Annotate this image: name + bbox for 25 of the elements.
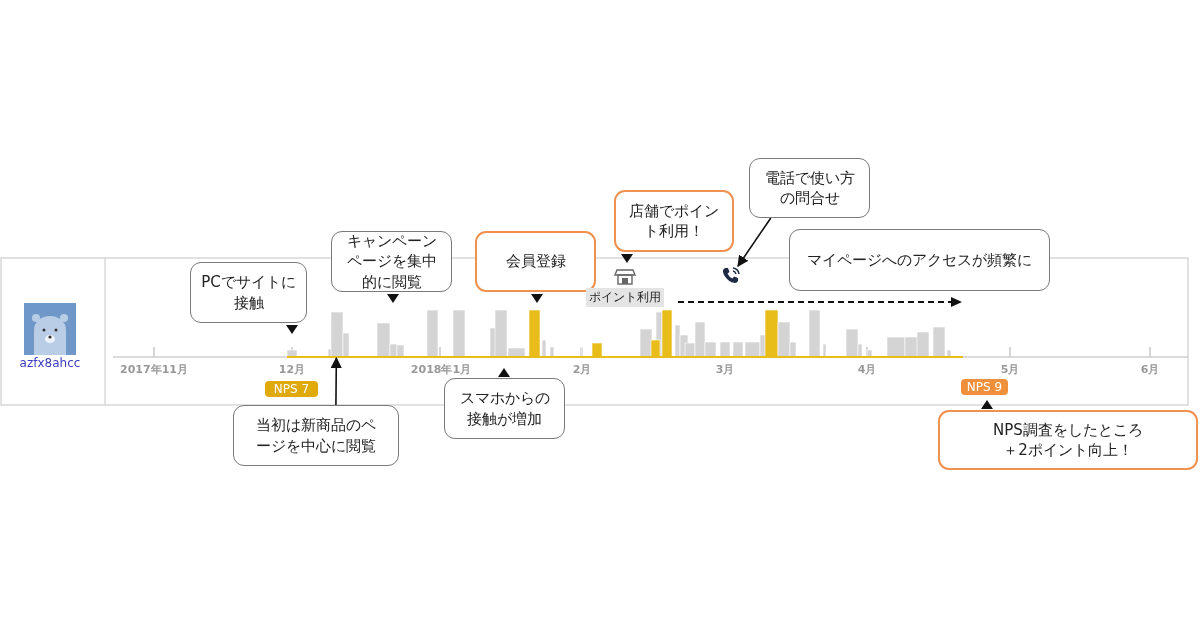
callout-box: キャンペーンページを集中的に閲覧 — [331, 231, 452, 292]
month-label: 2月 — [571, 362, 593, 377]
month-label: 3月 — [714, 362, 736, 377]
callout-box: 当初は新商品のページを中心に閲覧 — [233, 405, 399, 466]
month-label: 5月 — [999, 362, 1021, 377]
month-label: 12月 — [277, 362, 307, 377]
point-use-tag: ポイント利用 — [586, 288, 664, 307]
user-id: azfx8ahcc — [18, 356, 82, 370]
callout-box: 電話で使い方の問合せ — [749, 158, 870, 218]
nps-score-badge: NPS 7 — [265, 381, 318, 397]
month-label: 2017年11月 — [119, 362, 189, 377]
arrow — [330, 356, 342, 406]
callout-box: PCでサイトに接触 — [190, 262, 307, 323]
phone-icon — [721, 266, 741, 286]
active-period-line — [286, 356, 964, 358]
month-label: 4月 — [856, 362, 878, 377]
nps-score-badge: NPS 9 — [961, 379, 1008, 395]
callout-box: 会員登録 — [475, 231, 596, 292]
callout-box: マイページへのアクセスが頻繁に — [789, 229, 1050, 291]
callout-box: NPS調査をしたところ＋2ポイント向上！ — [938, 410, 1198, 470]
callout-box: スマホからの接触が増加 — [444, 378, 565, 439]
month-label: 2018年1月 — [409, 362, 473, 377]
arrow — [737, 217, 772, 267]
callout-box: 店舗でポイント利用！ — [614, 190, 734, 252]
month-label: 6月 — [1139, 362, 1161, 377]
